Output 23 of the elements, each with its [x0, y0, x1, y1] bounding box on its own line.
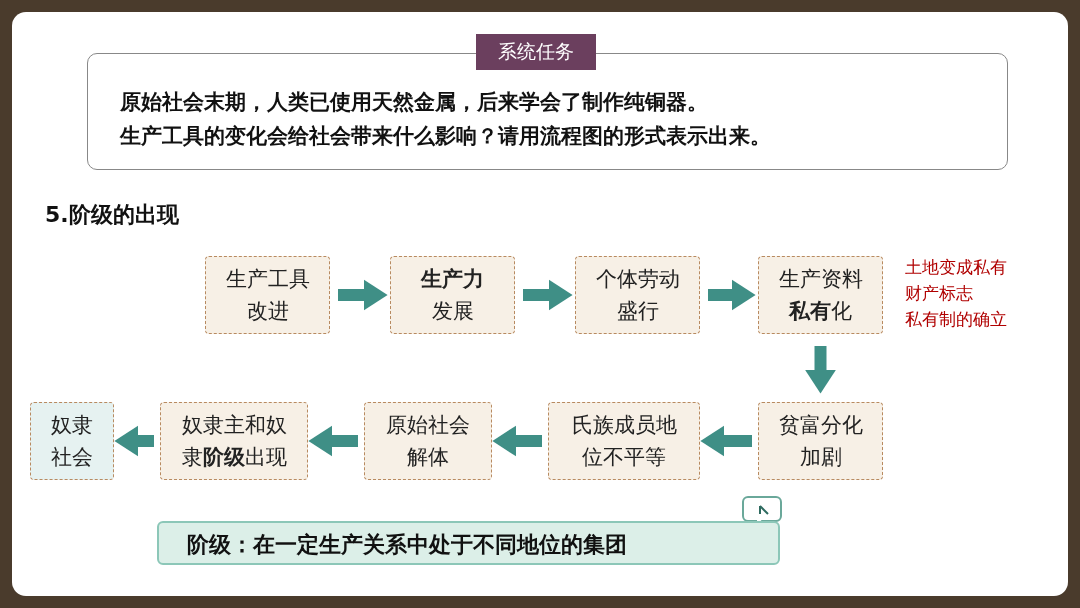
- task-heading: 系统任务: [476, 34, 596, 70]
- process-box: 贫富分化加剧: [758, 402, 883, 480]
- arrow: [804, 346, 837, 394]
- arrow: [492, 425, 542, 457]
- heading: 5.阶级的出现: [45, 201, 179, 229]
- task-text: 原始社会末期，人类已使用天然金属，后来学会了制作纯铜器。: [120, 88, 708, 116]
- arrow: [708, 279, 756, 311]
- process-box: 生产工具改进: [205, 256, 330, 334]
- arrow: [308, 425, 358, 457]
- process-box: 生产力发展: [390, 256, 515, 334]
- arrow: [338, 279, 388, 311]
- process-box: 个体劳动盛行: [575, 256, 700, 334]
- task-text: 生产工具的变化会给社会带来什么影响？请用流程图的形式表示出来。: [120, 122, 771, 150]
- process-box: 氏族成员地位不平等: [548, 402, 700, 480]
- side-note: 土地变成私有财产标志 私有制的确立: [905, 256, 1008, 331]
- arrow: [523, 279, 573, 311]
- process-box: 原始社会解体: [364, 402, 492, 480]
- arrow: [114, 425, 154, 457]
- definition-box: 阶级：在一定生产关系中处于不同地位的集团: [157, 521, 780, 565]
- process-box: 生产资料私有化: [758, 256, 883, 334]
- process-box: 奴隶社会: [30, 402, 114, 480]
- process-box: 奴隶主和奴隶阶级出现: [160, 402, 308, 480]
- arrow: [700, 425, 752, 457]
